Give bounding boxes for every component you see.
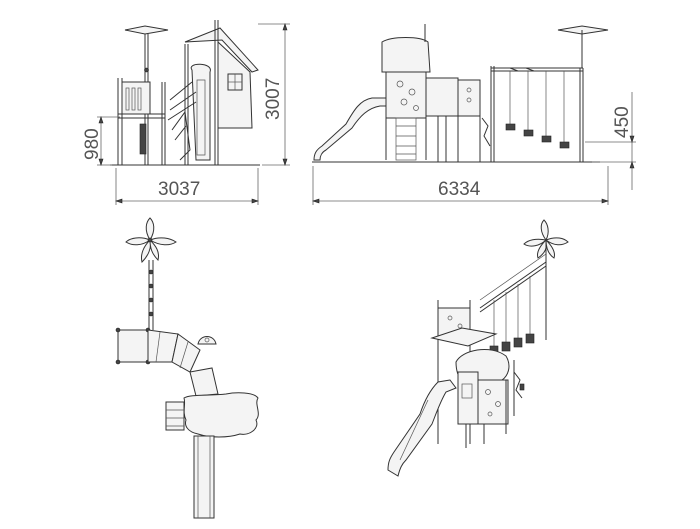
top-slide — [193, 435, 215, 519]
iso-house — [455, 348, 525, 448]
top-chain — [148, 260, 154, 330]
top-walkway — [147, 329, 219, 397]
side-width-label: 6334 — [438, 179, 481, 200]
top-view — [115, 217, 259, 519]
platform-height-label: 980 — [82, 128, 103, 160]
top-ladder — [165, 401, 185, 431]
front-house — [184, 20, 259, 165]
side-height-label: 450 — [612, 106, 633, 138]
front-width-label: 3037 — [158, 179, 200, 200]
front-slide — [167, 63, 211, 161]
top-palm-crown — [125, 217, 177, 263]
dim-side-width — [312, 166, 609, 205]
side-slide — [313, 97, 387, 161]
dim-side-height — [585, 92, 636, 190]
side-view: 450 6334 — [312, 24, 636, 205]
iso-rope-frame — [479, 253, 547, 356]
top-square-platform — [117, 329, 149, 363]
front-view: 3007 980 3037 — [82, 20, 290, 205]
dim-front-height — [258, 23, 290, 166]
front-left-tower — [117, 78, 166, 165]
iso-slide — [387, 379, 457, 477]
dim-front-width — [115, 168, 259, 205]
dim-platform-height — [97, 116, 120, 166]
iso-view — [387, 219, 569, 477]
side-palm-crown — [557, 25, 609, 68]
top-house-roof — [183, 392, 259, 438]
front-height-label: 3007 — [263, 78, 284, 120]
iso-palm-crown — [523, 219, 569, 270]
side-mid-platform — [425, 77, 491, 162]
top-disc — [197, 336, 217, 345]
side-tower — [381, 24, 431, 161]
side-rope-frame — [490, 66, 584, 162]
